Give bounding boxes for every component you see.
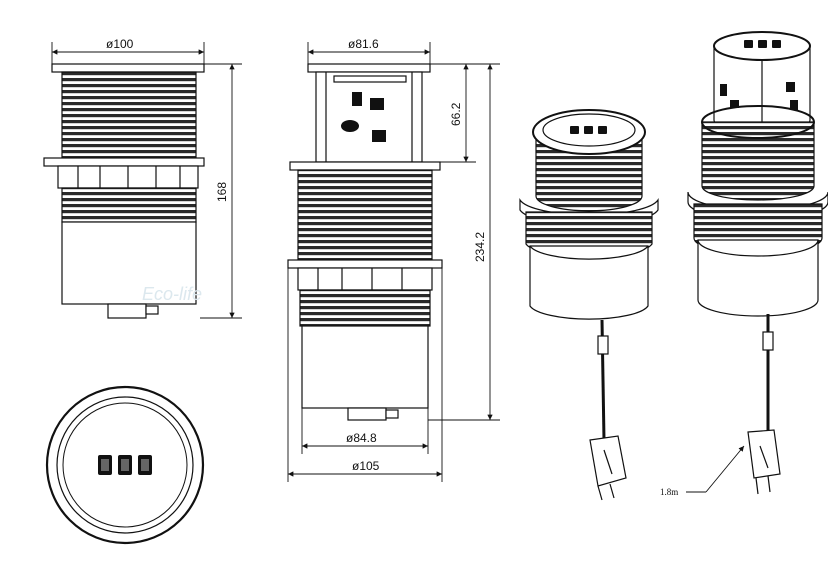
closed-unit-3d [519,109,659,441]
dimension-lines-open [287,42,500,482]
open-unit-3d [687,31,828,430]
closed-unit-elevation [43,63,205,319]
dim-height-open: 234.2 [473,232,487,262]
plug-icon [589,435,627,501]
socket-icon [720,82,798,110]
dim-popup-height: 66.2 [449,102,463,126]
usb-port-icon [570,126,607,134]
cable-length-callout [686,445,745,493]
usb-port-icon [744,40,781,48]
socket-icon [341,92,386,142]
dim-top-width-open: ø81.6 [348,37,379,51]
open-unit-elevation [287,63,443,421]
dim-flange-width: ø105 [352,459,380,473]
plug-icon [747,429,781,495]
usb-port-icon [98,455,152,475]
watermark: Eco-life [142,284,202,304]
dim-height-closed: 168 [215,182,229,202]
dim-body-width: ø84.8 [346,431,377,445]
cable-length-label: 1.8m [660,487,678,497]
dim-top-width-closed: ø100 [106,37,134,51]
dimension-lines-closed [51,42,242,319]
